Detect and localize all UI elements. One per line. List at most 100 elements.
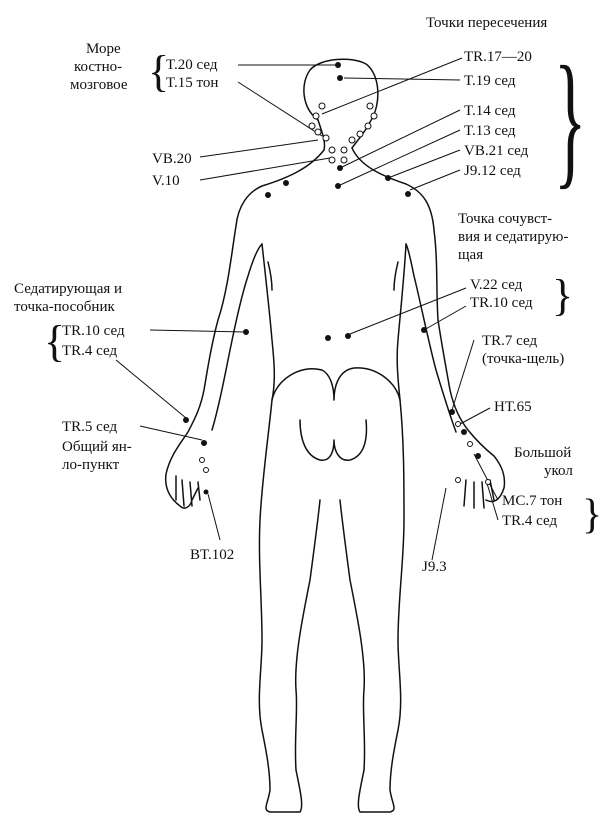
- scapula-lines: [267, 261, 399, 291]
- label-sympathy-3: щая: [458, 247, 484, 263]
- point-tr4-left: [183, 417, 189, 423]
- label-tr4-left: TR.4 сед: [62, 343, 118, 359]
- brace-right-v22: }: [552, 271, 574, 320]
- leader-v10: [199, 157, 331, 181]
- point-v22-right: [345, 333, 351, 339]
- label-sea-bone-marrow-3: мозговое: [70, 77, 128, 93]
- label-j9-12: J9.12 сед: [464, 163, 521, 179]
- right-inner-arm: [405, 243, 457, 433]
- head-outline: [303, 58, 379, 149]
- point-v22-left: [325, 335, 331, 341]
- label-tr5: TR.5 сед: [62, 419, 118, 435]
- left-hand-fingers: [175, 475, 201, 507]
- label-bt102: BT.102: [190, 547, 235, 563]
- leader-tr7: [451, 339, 475, 411]
- leader-t14: [339, 109, 461, 169]
- label-common-1: Общий ян-: [62, 439, 132, 455]
- label-tr4-right: TR.4 сед: [502, 513, 558, 529]
- label-sedating-2: точка-пособник: [14, 299, 115, 315]
- leader-mc7: [473, 453, 499, 501]
- point-tr10-right: [421, 327, 427, 333]
- right-hand-fingers: [463, 479, 495, 509]
- point-vb21-right: [385, 175, 391, 181]
- label-vb20: VB.20: [152, 151, 192, 167]
- leader-tr4-right: [485, 479, 499, 521]
- point-j9-12-right: [405, 191, 411, 197]
- point-t19: [337, 75, 343, 81]
- leader-j9-3: [431, 487, 447, 561]
- point-tr5: [201, 440, 207, 446]
- label-tr17-20: TR.17—20: [464, 49, 532, 65]
- label-tr10-left: TR.10 сед: [62, 323, 125, 339]
- label-tr10-right: TR.10 сед: [470, 295, 533, 311]
- left-inner-leg: [294, 499, 321, 771]
- open-point: [308, 122, 316, 130]
- open-point: [370, 112, 378, 120]
- label-intersection-points: Точки пересечения: [426, 15, 548, 31]
- point-t13: [335, 183, 341, 189]
- buttocks-outline: [271, 367, 401, 461]
- label-sedating-1: Седатирующая и: [14, 281, 123, 297]
- leader-t15: [237, 81, 323, 137]
- label-tr7-2: (точка-щель): [482, 351, 565, 367]
- point-tr4-right: [461, 429, 467, 435]
- label-tr7-1: TR.7 сед: [482, 333, 538, 349]
- point-vb21-left: [283, 180, 289, 186]
- point-tr10-left: [243, 329, 249, 335]
- label-ht65: HT.65: [494, 399, 532, 415]
- leader-tr17-20: [321, 57, 463, 115]
- leader-vb21: [387, 149, 461, 179]
- brace-left-tr10: {: [44, 317, 66, 366]
- leader-tr10-right: [423, 305, 467, 331]
- label-sea-bone-marrow-1: Море: [86, 41, 121, 57]
- label-v10: V.10: [152, 173, 180, 189]
- label-vb21: VB.21 сед: [464, 143, 529, 159]
- leader-ht65: [459, 407, 491, 425]
- open-point: [485, 479, 491, 485]
- brace-right-intersection: }: [554, 36, 587, 202]
- open-point: [467, 441, 473, 447]
- label-t14: T.14 сед: [464, 103, 516, 119]
- label-big-needle-1: Большой: [514, 445, 572, 461]
- open-point: [455, 421, 461, 427]
- left-torso-leg: [258, 243, 303, 813]
- label-j9-3: J9.3: [422, 559, 447, 575]
- point-mc7: [475, 453, 481, 459]
- label-t13: T.13 сед: [464, 123, 516, 139]
- body-left-outline: [164, 149, 325, 509]
- label-sympathy-1: Точка сочувст-: [458, 211, 553, 227]
- open-point: [366, 102, 374, 110]
- open-point: [199, 457, 205, 463]
- label-common-2: ло-пункт: [62, 457, 120, 473]
- leader-tr5: [139, 425, 203, 441]
- open-point: [318, 102, 326, 110]
- open-point: [203, 467, 209, 473]
- label-v22: V.22 сед: [470, 277, 523, 293]
- label-sea-bone-marrow-2: костно-: [74, 59, 123, 75]
- leader-v22: [349, 287, 467, 335]
- open-point: [312, 112, 320, 120]
- brace-left-t20: {: [148, 47, 170, 96]
- open-point: [340, 156, 348, 164]
- open-point: [340, 146, 348, 154]
- leader-vb20: [199, 139, 319, 158]
- leader-t19: [343, 77, 461, 81]
- leader-j9-12: [409, 169, 461, 191]
- label-mc7: MC.7 тон: [502, 493, 563, 509]
- label-t15: T.15 тон: [166, 75, 219, 91]
- open-point: [314, 128, 322, 136]
- leader-tr10-left: [149, 329, 247, 333]
- right-inner-leg: [339, 499, 366, 771]
- point-t14: [337, 165, 343, 171]
- leader-bt102: [207, 493, 221, 541]
- open-point: [455, 477, 461, 483]
- open-point: [322, 134, 330, 142]
- label-t19: T.19 сед: [464, 73, 516, 89]
- brace-right-mc7: }: [582, 492, 603, 538]
- body-right-outline: [351, 147, 506, 503]
- open-point: [364, 122, 372, 130]
- point-j9-12-left: [265, 192, 271, 198]
- open-point: [328, 156, 336, 164]
